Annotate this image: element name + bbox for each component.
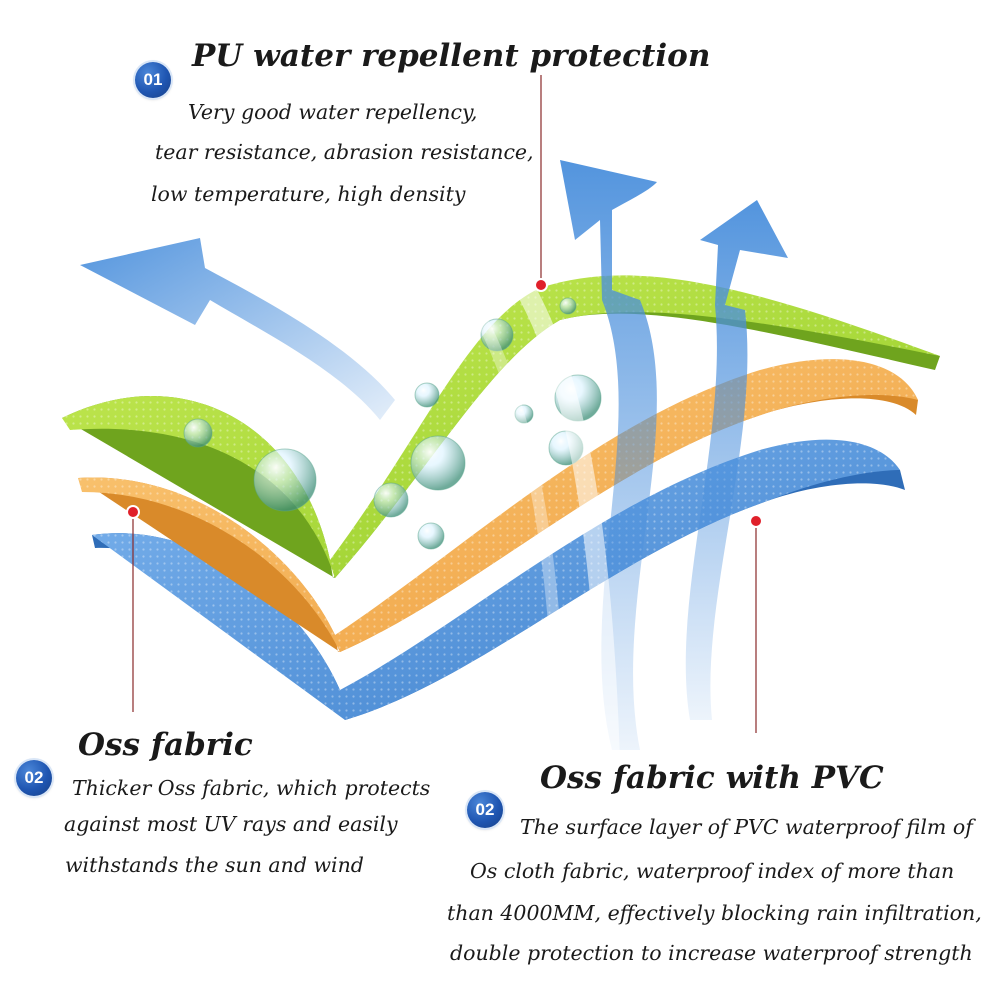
pu-line-2: tear resistance, abrasion resistance,	[155, 140, 534, 164]
pu-title: PU water repellent protection	[192, 38, 711, 74]
oss-line-1: Thicker Oss fabric, which protects	[72, 776, 431, 800]
airflow-arrow-right	[685, 200, 788, 720]
pvc-line-2: Os cloth fabric, waterproof index of mor…	[470, 859, 955, 883]
oss-line-3: withstands the sun and wind	[65, 853, 364, 877]
pvc-line-3: than 4000MM, effectively blocking rain i…	[447, 901, 982, 925]
pvc-title: Oss fabric with PVC	[540, 760, 884, 796]
oss-title: Oss fabric	[78, 727, 253, 763]
oss-number-badge: 02	[16, 760, 52, 796]
oss-line-2: against most UV rays and easily	[64, 812, 398, 836]
airflow-arrow-center	[560, 160, 657, 750]
airflow-streaks	[464, 244, 620, 761]
pointer-pu	[534, 75, 548, 292]
pvc-line-1: The surface layer of PVC waterproof film…	[520, 815, 973, 839]
pvc-number-badge: 02	[467, 792, 503, 828]
pointer-pvc	[749, 514, 763, 733]
pu-line-1: Very good water repellency,	[188, 100, 478, 124]
airflow-arrow-left	[80, 238, 395, 420]
pointer-oss	[126, 505, 140, 712]
middle-layer-oss	[78, 359, 918, 652]
pvc-line-4: double protection to increase waterproof…	[450, 941, 973, 965]
pu-number-badge: 01	[135, 62, 171, 98]
pu-line-3: low temperature, high density	[151, 182, 466, 206]
